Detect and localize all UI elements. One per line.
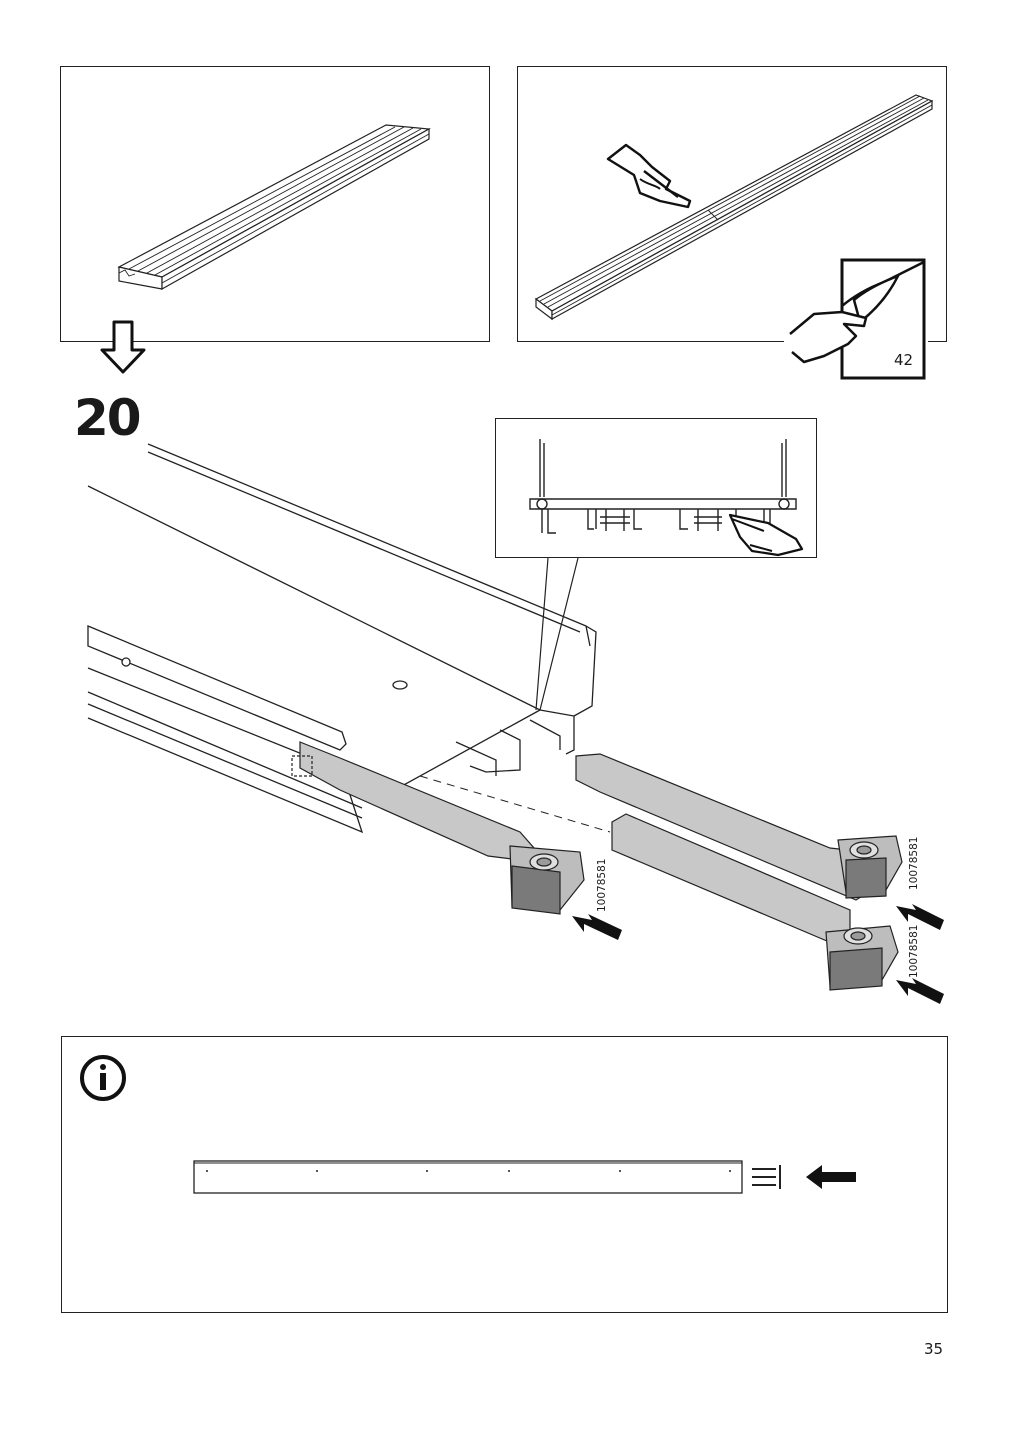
part-code-back-right-upper: 10078581 [908,836,920,890]
main-assembly-illustration [87,443,944,1004]
rail-top-view-illustration [193,1160,856,1194]
page-number: 35 [924,1340,944,1358]
push-arrow-icon [896,904,944,930]
push-arrow-icon [572,914,622,940]
rail-profile-illustration [529,439,804,557]
reference-page-number: 42 [894,351,914,369]
rail-illustration [117,124,431,291]
info-box [61,1036,948,1313]
turn-page-icon [784,256,928,380]
part-code-front-left: 10078581 [596,858,608,912]
info-icon [80,1055,126,1101]
detail-callout [495,418,817,558]
step-number: 20 [74,389,142,447]
panel-rail [60,66,490,342]
push-arrow-icon [896,978,944,1004]
joined-rail-illustration [534,94,934,321]
pointing-hand-icon [606,143,692,209]
down-arrow-icon [100,320,146,374]
push-arrow-icon [806,1165,856,1189]
panel-joined-rail [517,66,947,342]
part-code-back-right-lower: 10078581 [908,924,920,978]
